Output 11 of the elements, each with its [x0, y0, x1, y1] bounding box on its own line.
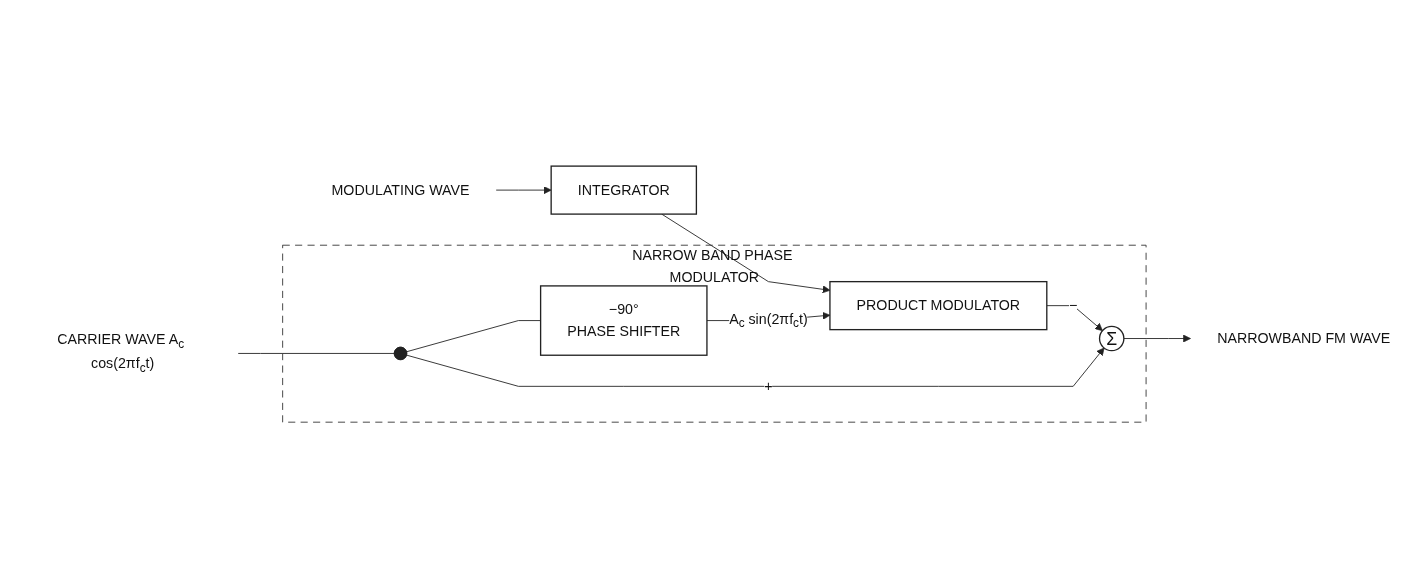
node-box: PRODUCT MODULATOR: [829, 280, 1048, 331]
node-text: NARROWBAND FM WAVE: [1217, 330, 1391, 346]
edge-label: +: [764, 378, 773, 394]
edge-label: −: [1069, 297, 1078, 313]
node-box: INTEGRATOR: [550, 165, 698, 215]
node-text: MODULATING WAVE: [331, 181, 470, 198]
node-box: −90° PHASE SHIFTER: [539, 285, 708, 356]
node-text: CARRIER WAVE A$_{c}$ cos(2πf$_{c}$t): [57, 331, 185, 375]
node-circle: Σ: [1098, 325, 1125, 352]
edge-label: A$_{c}$ sin(2πf$_{c}$t): [729, 311, 808, 330]
connector: [237, 352, 395, 354]
